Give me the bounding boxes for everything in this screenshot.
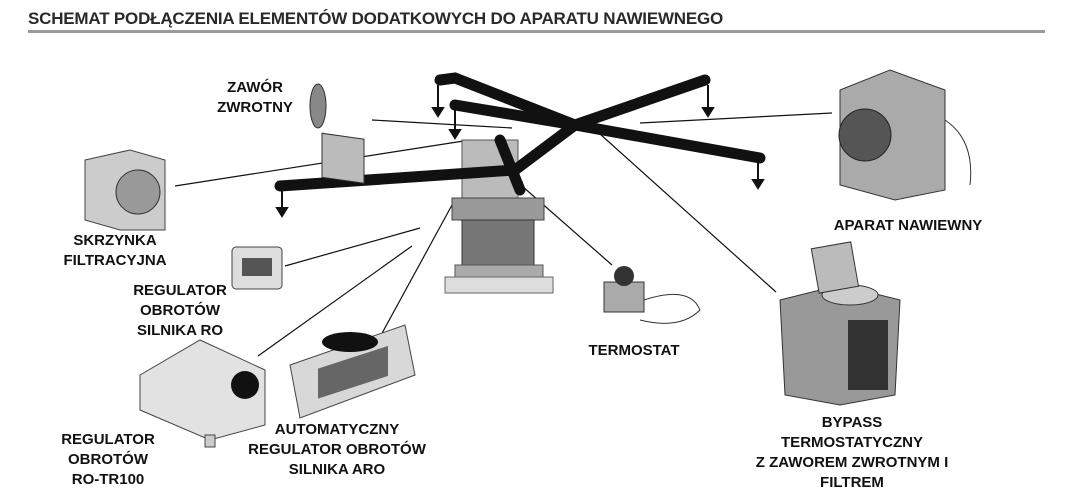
label-line: BYPASS (821, 414, 883, 431)
regulator-tr100-illustration (139, 339, 266, 448)
label-line: FILTREM (820, 474, 884, 491)
label-line: SILNIKA RO (136, 322, 224, 339)
pointer-lines (174, 112, 833, 393)
diagram-title: SCHEMAT PODŁĄCZENIA ELEMENTÓW DODATKOWYC… (28, 9, 724, 28)
label-line: AUTOMATYCZNY (274, 421, 400, 438)
label-regulator-ro: REGULATOR OBROTÓW SILNIKA RO (133, 281, 227, 341)
label-line: RO-TR100 (71, 471, 145, 488)
bypass-illustration (779, 241, 901, 406)
label-zawor-zwrotny: ZAWÓR ZWROTNY (217, 78, 293, 118)
label-line: SILNIKA ARO (288, 461, 386, 478)
pointer-bypass (599, 133, 777, 293)
label-line: TERMOSTAT (588, 342, 680, 359)
label-skrzynka-filtracyjna: SKRZYNKA FILTRACYJNA (63, 231, 166, 271)
label-line: FILTRACYJNA (63, 252, 167, 269)
label-aro: AUTOMATYCZNY REGULATOR OBROTÓW SILNIKA A… (248, 420, 426, 480)
label-line: OBROTÓW (68, 451, 148, 468)
label-line: REGULATOR OBROTÓW (248, 441, 426, 458)
pointer-aparat (639, 112, 833, 124)
regulator-ro-illustration (231, 246, 283, 290)
label-regulator-tr100: REGULATOR OBROTÓW RO-TR100 (61, 430, 155, 490)
label-line: ZWROTNY (217, 99, 293, 116)
skrzynka-illustration (84, 149, 166, 231)
label-line: APARAT NAWIEWNY (833, 217, 983, 234)
pointer-zawor (371, 119, 513, 129)
label-line: SKRZYNKA (73, 232, 157, 249)
fireplace-illustration (444, 139, 554, 294)
zawor-illustration (309, 83, 365, 184)
title-underline (28, 30, 1045, 33)
aro-illustration (289, 324, 416, 419)
label-line: ZAWÓR (227, 79, 283, 96)
label-aparat-nawiewny: APARAT NAWIEWNY (834, 216, 983, 236)
pointer-tr100 (257, 245, 413, 357)
pointer-regulator-ro (284, 227, 421, 267)
label-termostat: TERMOSTAT (588, 341, 679, 361)
termostat-illustration (603, 266, 701, 324)
label-line: REGULATOR (133, 282, 227, 299)
label-line: REGULATOR (61, 431, 155, 448)
duct-network (274, 72, 766, 196)
label-line: Z ZAWOREM ZWROTNYM I (755, 454, 949, 471)
label-line: OBROTÓW (140, 302, 220, 319)
aparat-illustration (838, 69, 972, 201)
label-line: TERMOSTATYCZNY (781, 434, 923, 451)
duct-outlet-arrows (275, 85, 765, 218)
label-bypass: BYPASS TERMOSTATYCZNY Z ZAWOREM ZWROTNYM… (756, 413, 948, 493)
